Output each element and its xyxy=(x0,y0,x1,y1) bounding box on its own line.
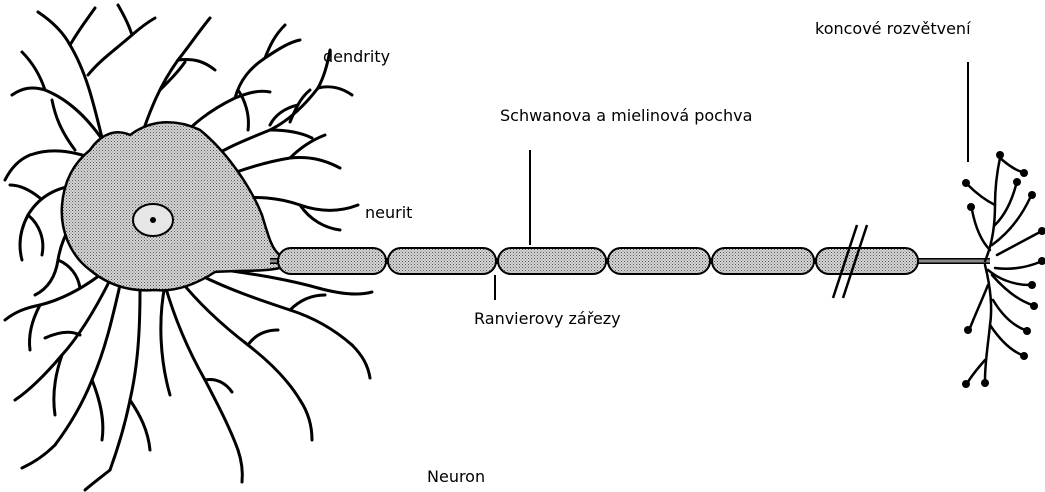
sheath-segment xyxy=(388,248,496,274)
sheath-segment xyxy=(278,248,386,274)
sheath-segment xyxy=(816,248,918,274)
terminal-branches xyxy=(968,158,1040,382)
label-axon: neurit xyxy=(365,205,412,221)
label-nodes: Ranvierovy zářezy xyxy=(474,311,621,327)
diagram-title: Neuron xyxy=(427,469,485,485)
label-dendrites: dendrity xyxy=(323,49,390,65)
soma xyxy=(62,122,280,290)
sheath-segment xyxy=(608,248,710,274)
myelin-sheath xyxy=(278,248,918,274)
lower-dendrites xyxy=(5,270,372,490)
nucleus xyxy=(133,204,173,236)
sheath-segment xyxy=(498,248,606,274)
label-terminal: koncové rozvětvení xyxy=(815,21,971,37)
sheath-segment xyxy=(712,248,814,274)
label-sheath: Schwanova a mielinová pochva xyxy=(500,108,752,124)
